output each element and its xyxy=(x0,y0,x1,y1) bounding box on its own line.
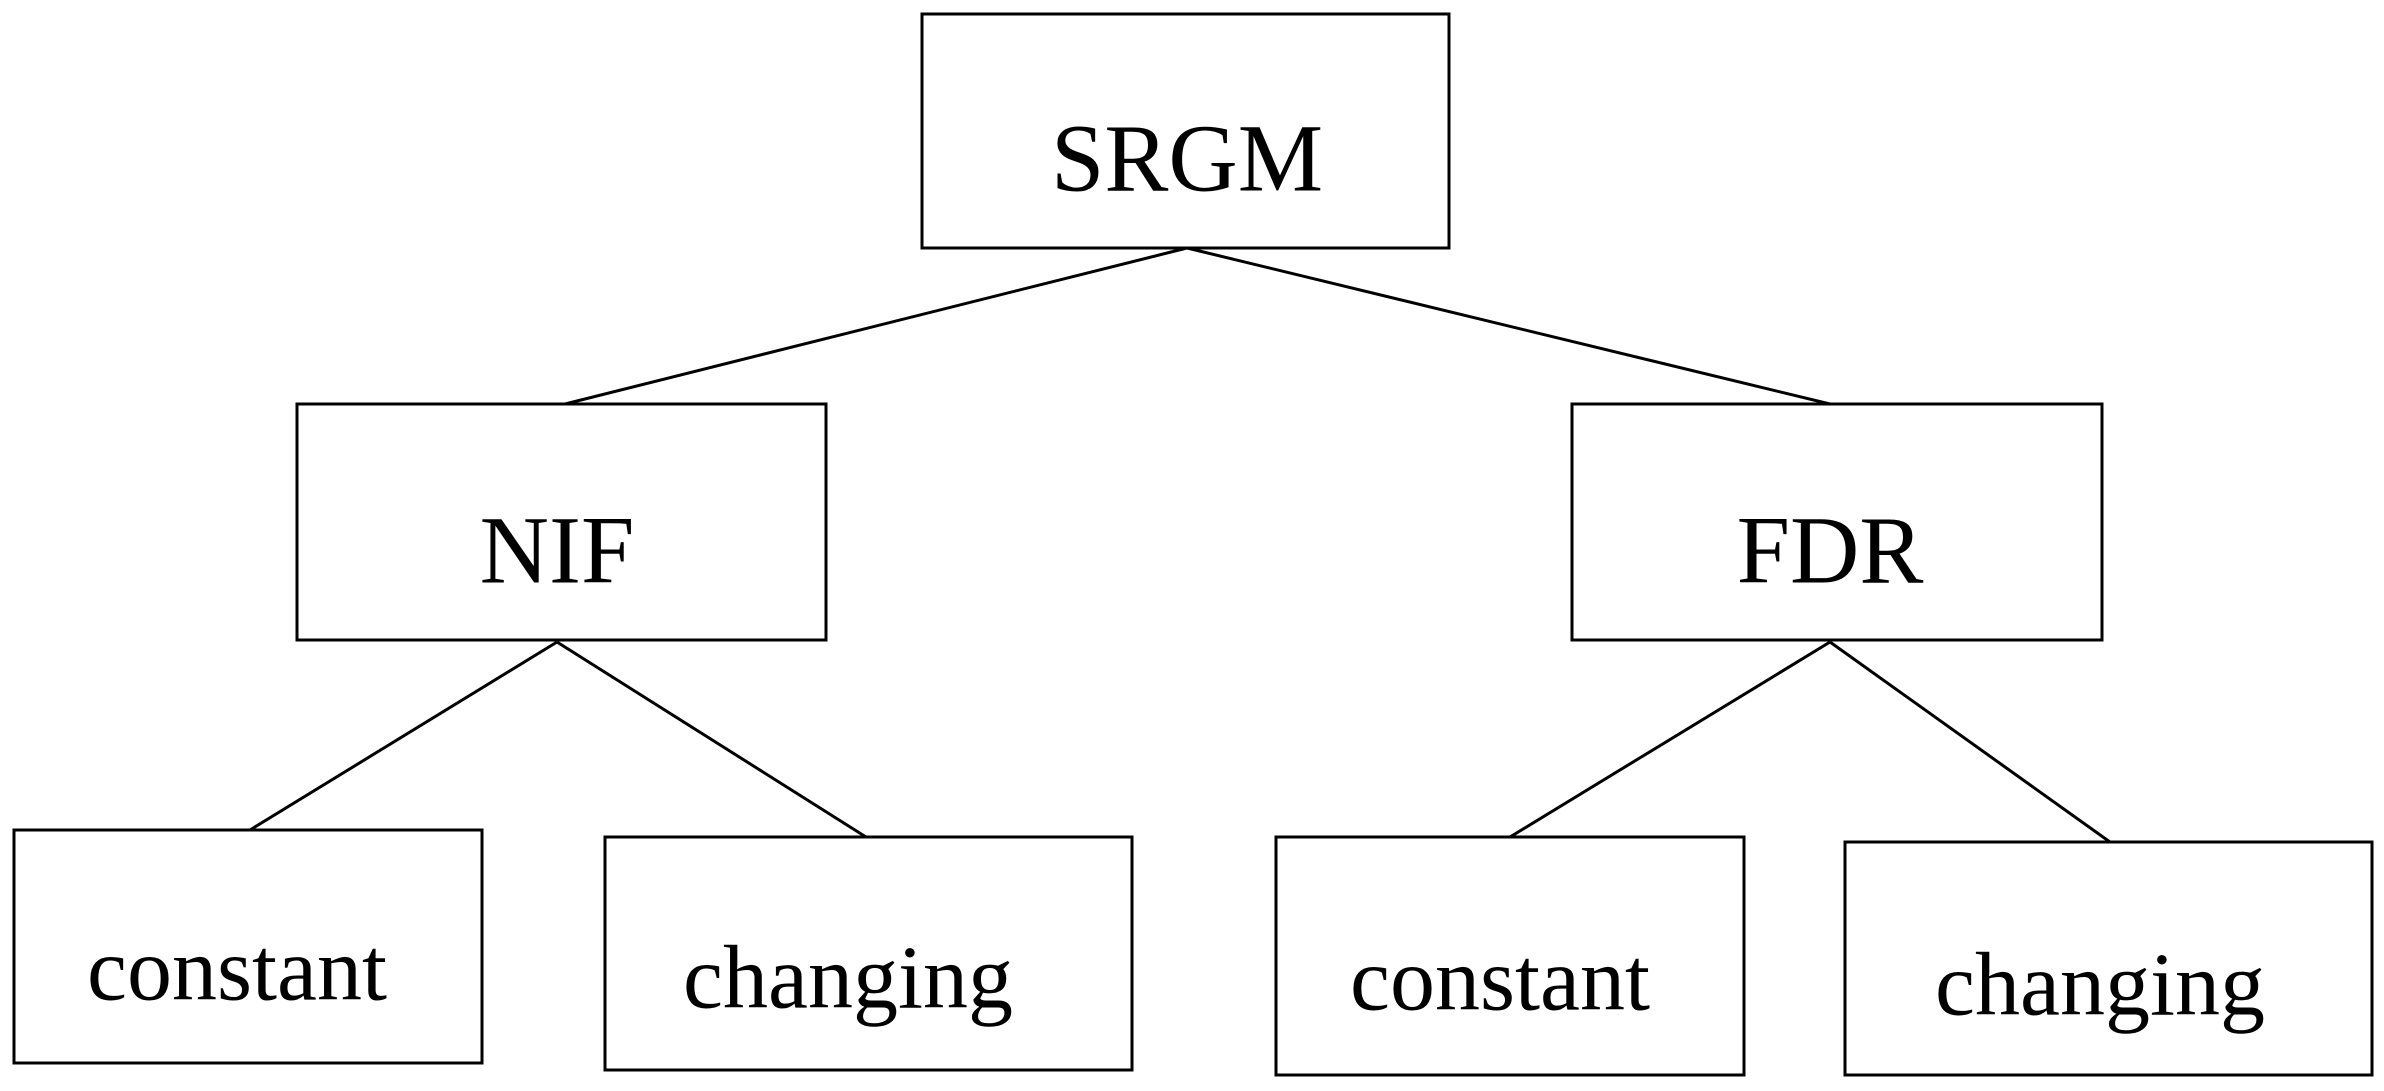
node-fdr-constant-label: constant xyxy=(1350,931,1650,1030)
edge-fdr-changing xyxy=(1829,640,2111,844)
edge-nif-constant xyxy=(249,640,558,832)
connectors xyxy=(249,246,2111,844)
node-fdr-changing-box xyxy=(1843,840,2374,1077)
node-nif-constant-box xyxy=(12,828,484,1065)
node-fdr: FDR xyxy=(1570,402,2104,642)
node-fdr-constant: constant xyxy=(1274,835,1746,1077)
node-fdr-label: FDR xyxy=(1737,497,1924,604)
edge-fdr-constant xyxy=(1509,640,1831,839)
node-fdr-box xyxy=(1570,402,2104,642)
node-nif-changing-box xyxy=(603,835,1134,1072)
node-nif-changing-label: changing xyxy=(683,929,1013,1028)
node-nif-changing: changing xyxy=(603,835,1134,1072)
node-srgm: SRGM xyxy=(920,12,1451,250)
edge-srgm-fdr xyxy=(1186,246,1831,406)
node-fdr-changing-label: changing xyxy=(1935,936,2265,1035)
node-nif-box xyxy=(295,402,828,642)
node-fdr-changing: changing xyxy=(1843,840,2374,1077)
node-nif-label: NIF xyxy=(480,497,635,604)
edge-nif-changing xyxy=(556,640,867,839)
node-nif: NIF xyxy=(295,402,828,642)
node-srgm-label: SRGM xyxy=(1051,105,1323,212)
node-nif-constant-label: constant xyxy=(87,921,387,1020)
edge-srgm-nif xyxy=(564,246,1188,406)
node-nif-constant: constant xyxy=(12,828,484,1065)
node-fdr-constant-box xyxy=(1274,835,1746,1077)
node-srgm-box xyxy=(920,12,1451,250)
